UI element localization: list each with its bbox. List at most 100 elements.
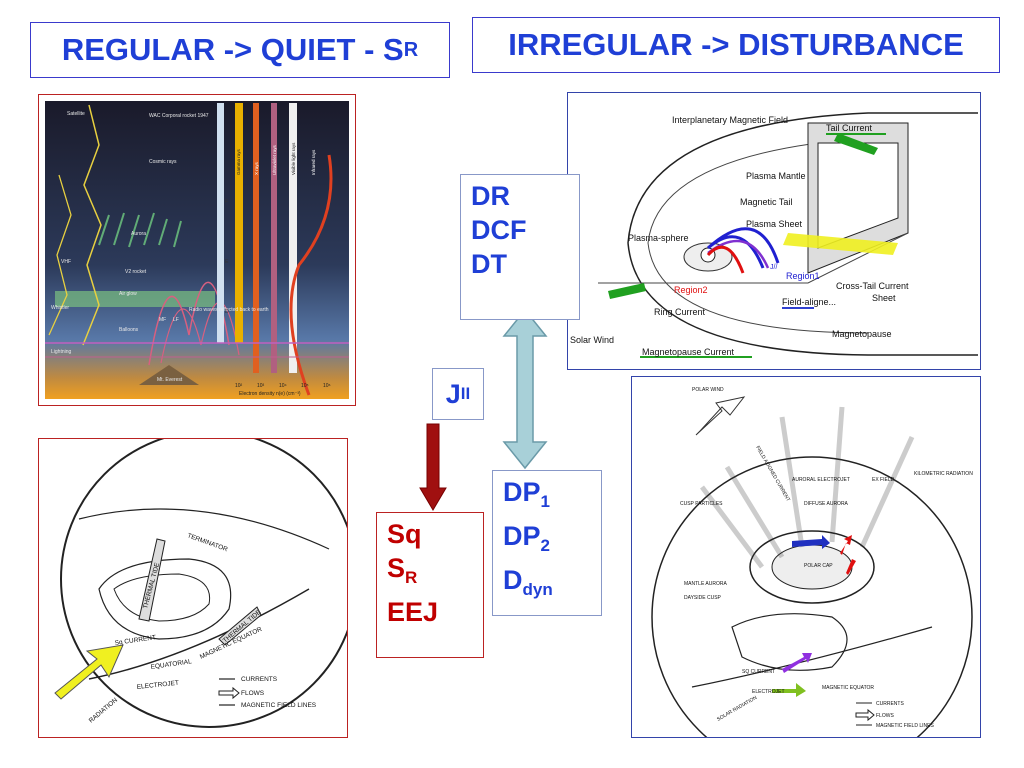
- label-ex-field: EX FIELD: [872, 477, 895, 483]
- label-wac-rocket: WAC Corporal rocket 1947: [149, 113, 209, 119]
- label-magnetic-equator-polar: MAGNETIC EQUATOR: [822, 685, 874, 691]
- ddyn-sub: dyn: [522, 580, 553, 599]
- field-aligned-bands: [700, 406, 915, 569]
- label-terminator: TERMINATOR: [186, 532, 228, 553]
- uv-bar: [253, 103, 259, 373]
- dp1-line: DP1: [503, 475, 591, 519]
- magnetosphere-figure: Interplanetary Magnetic Field Tail Curre…: [570, 112, 978, 358]
- magnetosphere-panel: Interplanetary Magnetic Field Tail Curre…: [567, 92, 981, 370]
- label-radio-waves: Radio waves reflected back to earth: [189, 307, 269, 313]
- label-magnetopause-current: Magnetopause Current: [642, 347, 735, 357]
- eej-label: EEJ: [387, 597, 439, 627]
- label-mantle-aurora: MANTLE AURORA: [684, 581, 727, 587]
- red-flow-arrow-2: [846, 559, 856, 575]
- solar-wind-arrow: [608, 283, 646, 299]
- magnetopause-outline: [627, 112, 978, 356]
- visible-bar: [271, 103, 277, 373]
- label-region2: Region2: [674, 285, 708, 295]
- thermal-tide-arrow: [138, 538, 166, 622]
- label-whistler: Whistler: [51, 305, 69, 311]
- sq-current-panel: TERMINATOR THERMAL TIDE THERMAL TIDE Sq …: [38, 438, 348, 738]
- label-plasma-sheet: Plasma Sheet: [746, 219, 803, 229]
- dr-dcf-dt-box: DR DCF DT: [460, 174, 580, 320]
- dt-label: DT: [471, 249, 507, 279]
- polar-legend-field-lines-label: MAGNETIC FIELD LINES: [876, 723, 934, 729]
- air-glow-band: [55, 291, 215, 307]
- label-e-layer: E: [225, 259, 229, 265]
- label-cross-tail: Cross-Tail Current: [836, 281, 909, 291]
- ddyn-label: D: [503, 565, 523, 595]
- sq-figure: TERMINATOR THERMAL TIDE THERMAL TIDE Sq …: [54, 439, 347, 728]
- label-sq-current-polar: SQ CURRENT: [742, 669, 775, 675]
- legend-currents: CURRENTS: [241, 676, 278, 683]
- dp2-label: DP: [503, 521, 541, 551]
- label-xray: X rays: [254, 161, 259, 175]
- legend-field-lines-label: MAGNETIC FIELD LINES: [241, 702, 317, 709]
- label-v2-rocket: V2 rocket: [125, 269, 147, 275]
- label-cosmic-rays: Cosmic rays: [149, 159, 177, 165]
- sq-label: Sq: [387, 519, 422, 549]
- label-lf: LF: [173, 317, 179, 323]
- double-arrow: [502, 308, 548, 470]
- dp1-label: DP: [503, 477, 541, 507]
- label-infrared: Infrared rays: [311, 149, 316, 175]
- label-auroral-electrojet: AURORAL ELECTROJET: [792, 477, 850, 483]
- x-ray-bar: [235, 103, 243, 343]
- double-arrow-shape: [502, 308, 548, 470]
- label-f-layer: F: [225, 199, 228, 205]
- terminator-line: [78, 508, 330, 550]
- label-imf: Interplanetary Magnetic Field: [672, 115, 788, 125]
- gamma-ray-bar: [217, 103, 224, 343]
- lightning-line: [82, 104, 102, 346]
- label-magnetopause: Magnetopause: [832, 329, 892, 339]
- sq-current-loop: [98, 558, 232, 640]
- label-solar-radiation: SOLAR RADIATION: [716, 695, 758, 723]
- label-plasma-mantle: Plasma Mantle: [746, 171, 806, 181]
- tick-2: 10³: [257, 383, 265, 389]
- sq-current-loop-polar: [731, 613, 848, 671]
- label-solar-wind: Solar Wind: [570, 335, 614, 345]
- auroral-oval: [749, 530, 875, 604]
- polar-legend-flows: [855, 708, 875, 722]
- infrared-bar: [289, 103, 297, 373]
- label-balloons: Balloons: [119, 327, 139, 333]
- aurora-curtain: [98, 212, 182, 248]
- label-vhf: VHF: [61, 259, 71, 265]
- label-plasmasphere: Plasma-sphere: [628, 233, 689, 243]
- sr-sub: R: [405, 568, 418, 587]
- sky-background: [45, 101, 349, 399]
- label-sq-current: Sq CURRENT: [114, 634, 156, 647]
- label-polar-cap: POLAR CAP: [804, 563, 833, 569]
- tail-current-arrow: [834, 133, 878, 155]
- dr-label: DR: [471, 181, 510, 211]
- mt-everest-shape: [139, 365, 199, 385]
- sq-current-inner-loop: [113, 573, 211, 622]
- label-mf: MF: [159, 317, 166, 323]
- label-diffuse-aurora: DIFFUSE AURORA: [804, 501, 849, 507]
- label-dayside-cusp: DAYSIDE CUSP: [684, 595, 722, 601]
- title-left-sub: R: [403, 38, 419, 61]
- polar-figure: POLAR WIND AURORAL ELECTROJET DIFFUSE AU…: [651, 387, 973, 737]
- radiation-arrow: [54, 644, 124, 700]
- label-mt-everest: Mt. Everest: [157, 377, 183, 383]
- label-region1: Region1: [786, 271, 820, 281]
- polar-globe-outline: [651, 456, 973, 737]
- atmosphere-figure: Satellite WAC Corporal rocket 1947 Cosmi…: [45, 101, 349, 399]
- whistler-line: [48, 174, 72, 336]
- label-electrojet-polar: ELECTROJET: [752, 689, 785, 695]
- polar-magnetic-equator: [691, 626, 933, 688]
- label-j-parallel: J//: [770, 264, 777, 271]
- legend-flows-arrow: [218, 686, 240, 700]
- atmosphere-panel: Satellite WAC Corporal rocket 1947 Cosmi…: [38, 94, 356, 406]
- sq-sr-eej-box: Sq SR EEJ: [376, 512, 484, 658]
- purple-flow-arrow: [782, 653, 812, 673]
- label-radiation: RADIATION: [88, 697, 119, 725]
- radio-waves-path-2: [160, 301, 240, 364]
- tick-3: 10⁴: [279, 383, 287, 389]
- polar-wind-arrow: [695, 396, 746, 436]
- red-flow-arrow: [840, 535, 852, 555]
- label-lightning: Lightning: [51, 349, 72, 355]
- dcf-label: DCF: [471, 215, 527, 245]
